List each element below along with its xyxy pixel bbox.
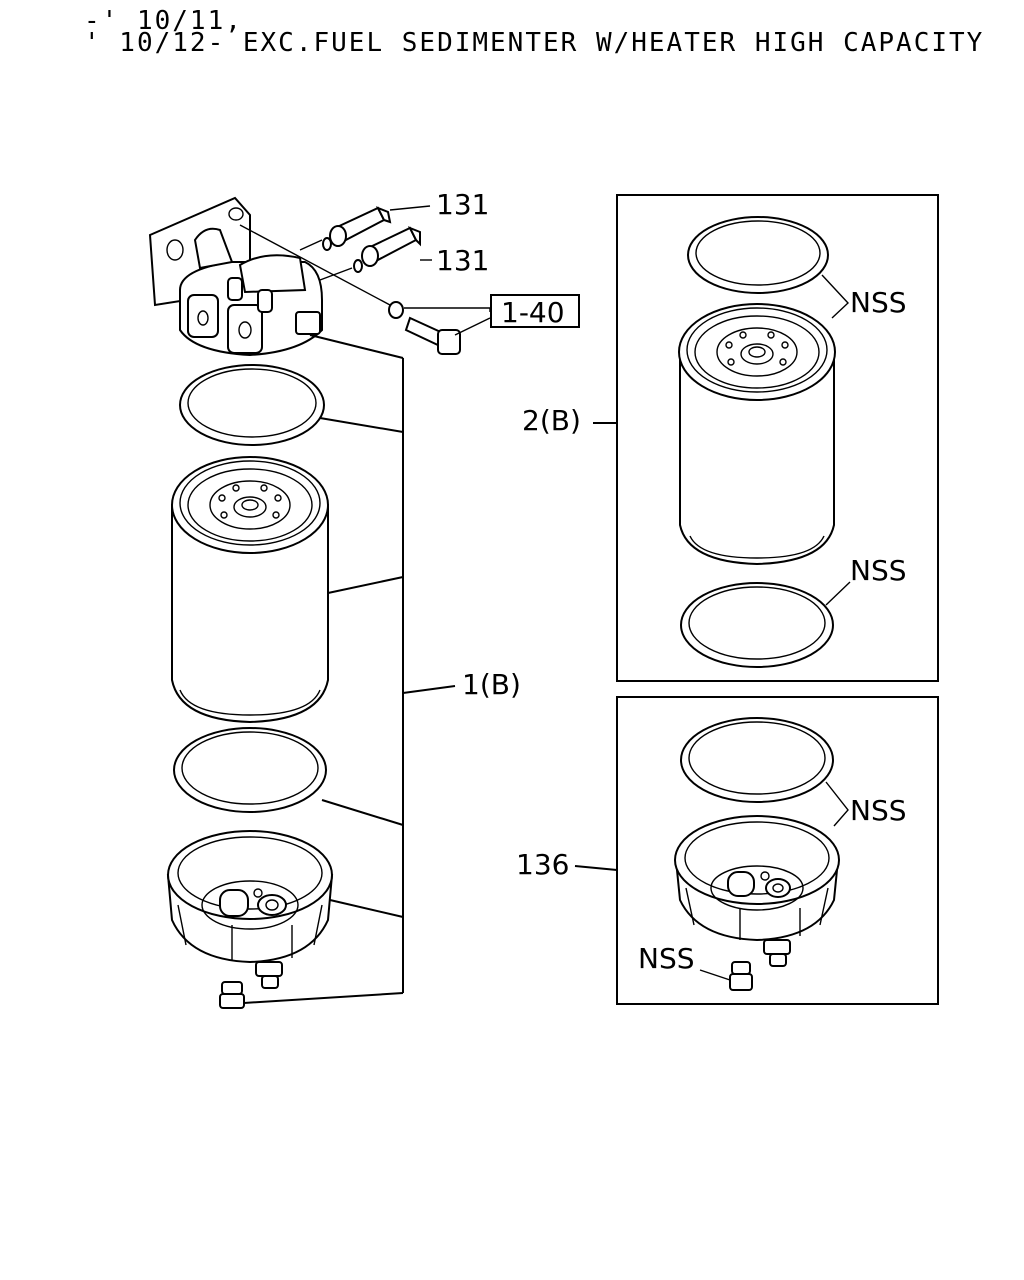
callout-nss-bowl: NSS [850,794,907,827]
fitting-131-a[interactable] [299,206,392,251]
o-ring-upper[interactable] [179,364,325,446]
o-ring-kit-136[interactable] [680,717,834,803]
leader-131-a [389,205,431,211]
leader-1-40 [404,307,491,312]
fitting-131-b[interactable] [319,226,421,281]
drain-plug-right[interactable] [729,961,753,991]
o-ring-lower[interactable] [173,727,327,813]
callout-box-1-40 [490,294,580,328]
callout-nss-drain: NSS [638,942,695,975]
leader-1-40-b [454,317,491,336]
diagram-title-line-1: -' 10/11, [84,6,243,36]
leader-nss-bottom-ring [825,581,851,606]
leader-nss-drain [699,969,731,981]
callout-136: 136 [516,848,569,881]
diagram-title-line-2: ' 10/12- EXC.FUEL SEDIMENTER W/HEATER HI… [84,28,985,58]
leader-nss-top [821,274,849,319]
callout-2b: 2(B) [522,404,581,437]
callout-1-40: 1-40 [501,296,565,329]
callout-131-a: 131 [436,188,489,221]
o-ring-upper-right[interactable] [687,216,829,294]
leader-136 [574,865,618,871]
bracket-1b [243,334,456,1004]
filter-cartridge-left[interactable] [171,456,329,724]
callout-nss-top: NSS [850,286,907,319]
sediment-bowl-left[interactable] [166,830,334,989]
head-bolt[interactable] [239,224,461,355]
kit-box-2b [616,194,939,682]
filter-head [148,196,323,357]
filter-cartridge-right[interactable] [678,303,836,566]
callout-1b: 1(B) [462,668,521,701]
leader-nss-bowl [825,781,849,827]
drain-plug-left[interactable] [219,981,245,1009]
callout-131-b: 131 [436,244,489,277]
kit-box-136 [616,696,939,1005]
callout-nss-bottom-ring: NSS [850,554,907,587]
sediment-bowl-right[interactable] [674,815,840,967]
o-ring-lower-right[interactable] [680,582,834,668]
